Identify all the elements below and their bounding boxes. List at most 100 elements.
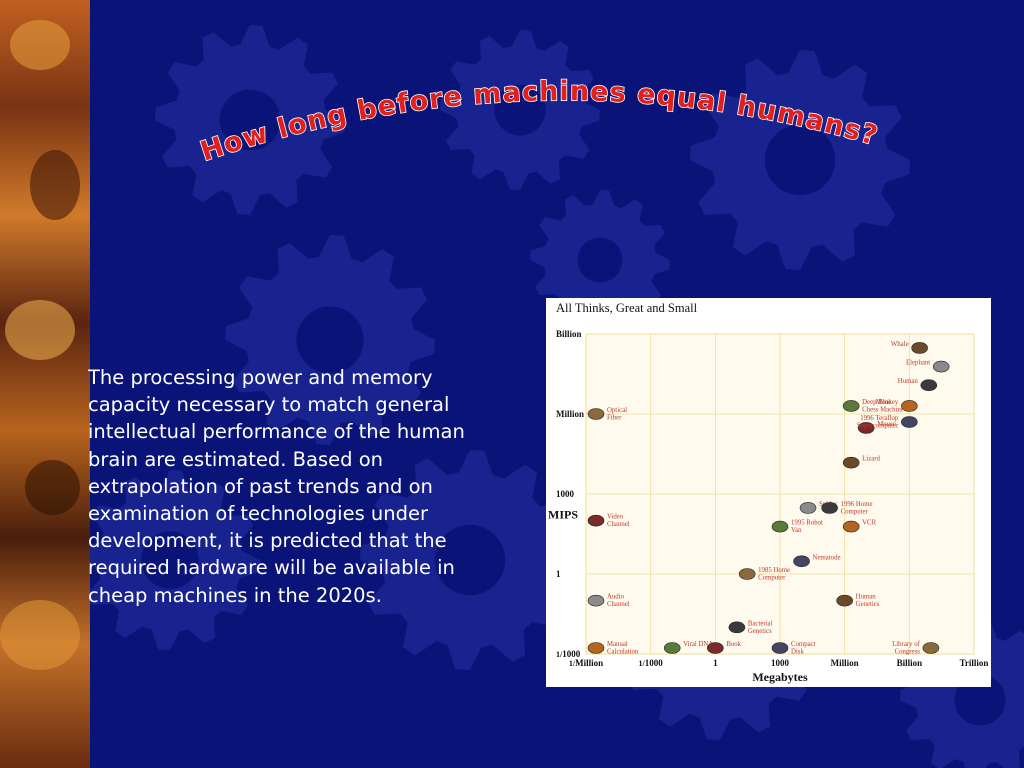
y-axis-label: MIPS <box>548 508 578 522</box>
data-point: Human <box>898 378 938 392</box>
x-tick-label: Million <box>831 658 859 668</box>
slide-title: How long before machines equal humans? <box>196 75 882 168</box>
elephant-icon <box>932 360 950 373</box>
human-genetics-icon <box>836 594 853 607</box>
y-tick-label: 1 <box>556 569 561 579</box>
y-tick-label: Million <box>556 409 584 419</box>
data-point: Nematode <box>793 554 841 568</box>
x-tick-label: 1/1000 <box>639 658 664 668</box>
x-tick-label: Trillion <box>960 658 989 668</box>
body-paragraph: The processing power and memory capacity… <box>88 366 465 607</box>
library-of-congress-icon <box>922 642 940 654</box>
x-tick-label: 1 <box>713 658 718 668</box>
y-tick-label: Billion <box>556 329 582 339</box>
gear-hole <box>296 306 364 374</box>
point-label: Lizard <box>862 456 880 463</box>
point-label: Human <box>898 378 919 385</box>
viral-dna-icon <box>663 642 681 654</box>
gear-hole <box>141 531 199 589</box>
mouse-icon <box>857 422 875 434</box>
data-point: Elephant <box>906 360 950 373</box>
book-icon <box>707 642 724 654</box>
gear-hole <box>434 524 506 596</box>
y-tick-label: 1/1000 <box>556 649 581 659</box>
data-point: Whale <box>891 341 928 354</box>
human-icon <box>920 379 938 392</box>
spider-icon <box>799 502 817 514</box>
audio-channel-icon <box>587 594 605 607</box>
data-point: Lizard <box>842 456 880 469</box>
deep-blue-icon <box>842 400 860 412</box>
data-point: Monkey <box>876 399 918 412</box>
point-label: Monkey <box>876 399 899 406</box>
whale-icon <box>911 342 928 354</box>
video-channel-icon <box>587 514 605 527</box>
home-computer-icon <box>821 502 838 514</box>
gear-hole <box>494 84 546 136</box>
x-tick-label: Billion <box>897 658 923 668</box>
chart-title: All Thinks, Great and Small <box>556 301 698 315</box>
robot-van-icon <box>771 520 789 533</box>
gear-hole <box>219 89 281 151</box>
gear-hole <box>577 237 623 283</box>
title-text: How long before machines equal humans? <box>196 75 881 168</box>
gear-hole <box>764 124 836 196</box>
monkey-icon <box>901 400 918 412</box>
point-label: Nematode <box>813 554 841 561</box>
svg-text:How long before machines equal: How long before machines equal humans? <box>197 76 882 167</box>
point-label: Elephant <box>906 360 930 367</box>
home-computer-1985-icon <box>738 568 756 580</box>
point-label: Whale <box>891 341 909 348</box>
x-tick-label: 1000 <box>771 658 790 668</box>
data-point: Mouse <box>857 421 896 434</box>
vcr-icon <box>842 520 860 533</box>
supercomputer-icon <box>901 416 918 428</box>
lizard-icon <box>842 456 860 469</box>
x-tick-label: 1/Million <box>569 658 603 668</box>
optical-fiber-icon <box>587 408 605 420</box>
y-tick-label: 1000 <box>556 489 575 499</box>
data-point: Book <box>707 641 742 654</box>
data-point: Viral DNA <box>663 641 713 654</box>
point-label: Mouse <box>877 421 896 428</box>
manual-calculation-icon <box>587 642 605 654</box>
point-label: Viral DNA <box>683 641 713 648</box>
data-point: VCR <box>842 520 877 533</box>
x-axis-label: Megabytes <box>752 670 808 684</box>
decorative-left-strip <box>0 0 90 768</box>
gear-hole <box>954 674 1006 726</box>
point-label: Book <box>726 641 741 648</box>
nematode-icon <box>793 555 810 568</box>
compact-disk-icon <box>771 642 789 654</box>
point-label: VCR <box>862 520 876 527</box>
bacterial-genetics-icon <box>728 621 746 634</box>
